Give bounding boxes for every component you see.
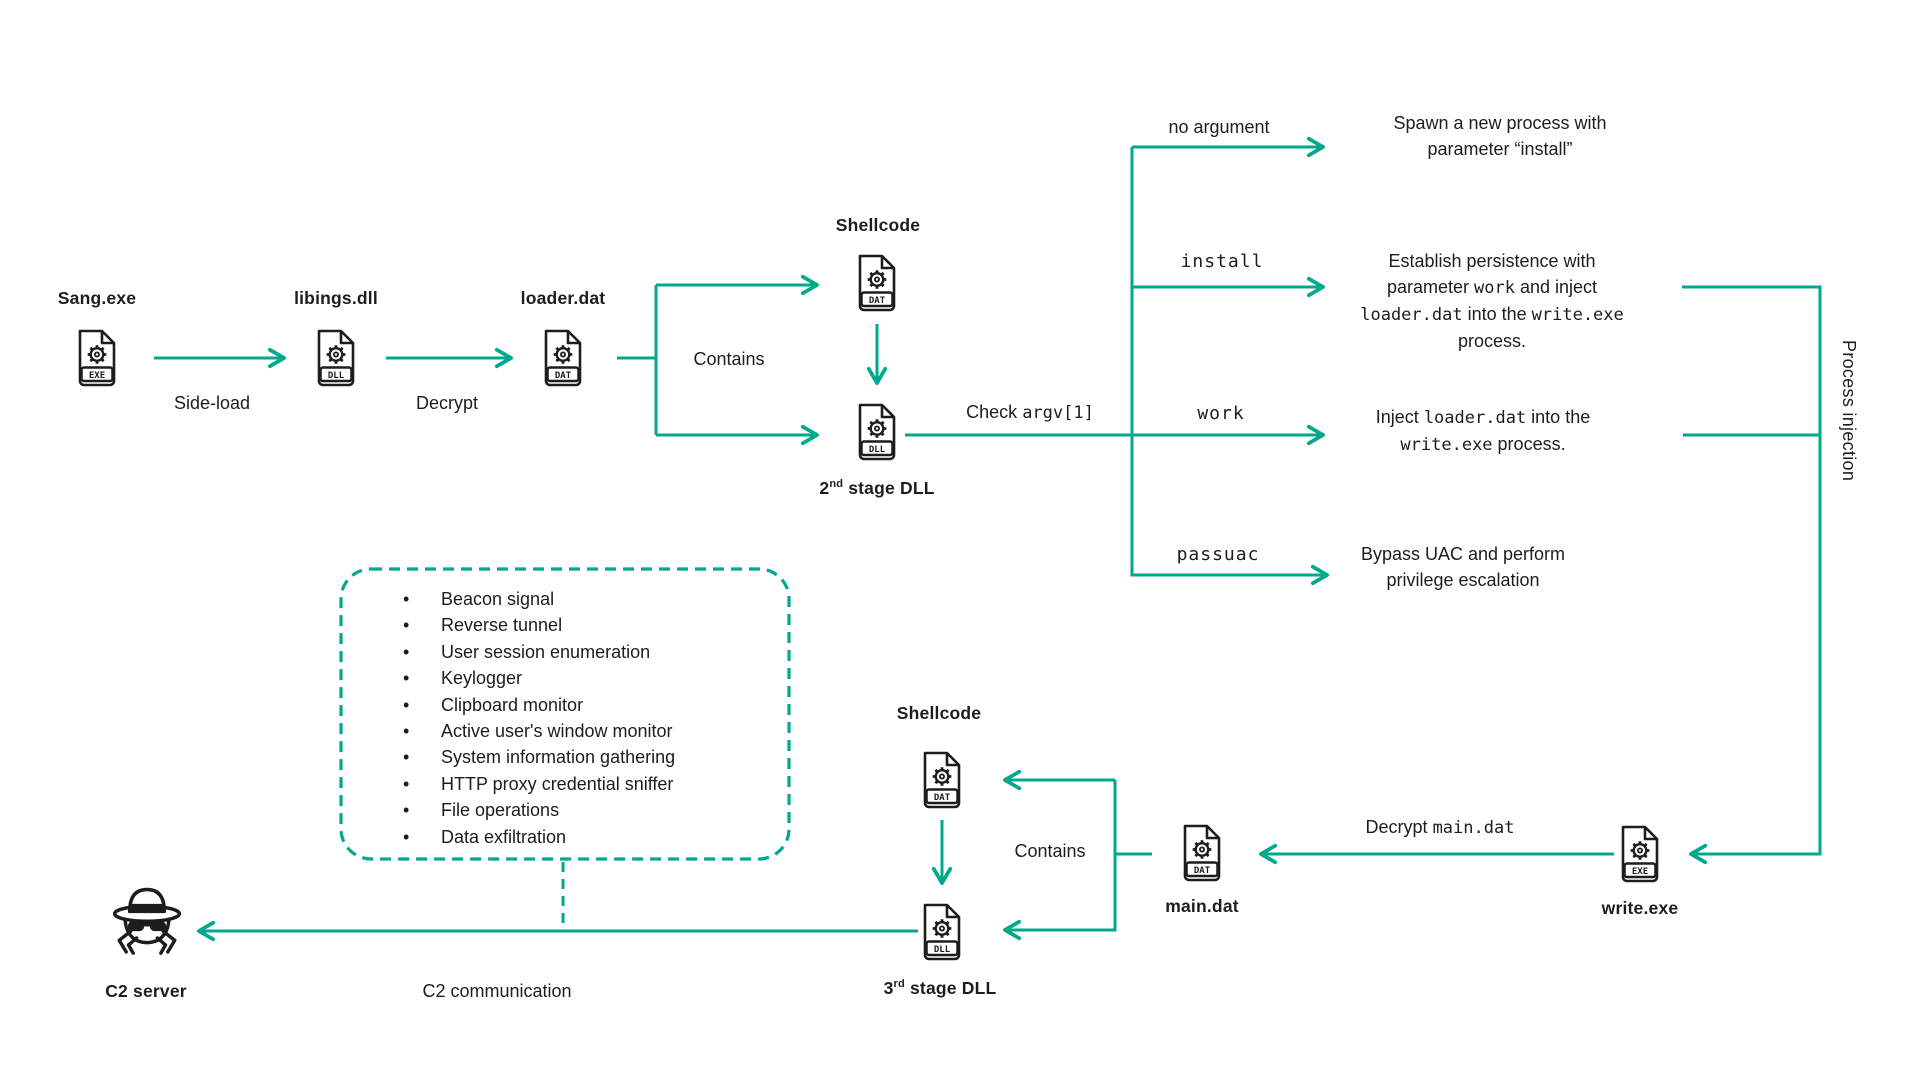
list-item: Active user's window monitor <box>399 718 675 744</box>
write-exe-file-icon: EXE <box>1618 824 1662 884</box>
loader-dat-file-icon: DAT <box>541 328 585 388</box>
shellcode-top-file-icon: DAT <box>855 253 899 313</box>
list-item: Reverse tunnel <box>399 612 675 638</box>
stage3-dll-file-icon: DLL <box>920 902 964 962</box>
dll-badge: DLL <box>869 445 886 455</box>
contains-top-label: Contains <box>693 349 765 369</box>
dat-badge: DAT <box>555 371 572 381</box>
list-item: Clipboard monitor <box>399 692 675 718</box>
shellcode-bottom-file-icon: DAT <box>920 750 964 810</box>
branch-work-label: work <box>1197 403 1245 424</box>
list-item: User session enumeration <box>399 639 675 665</box>
exe-badge: EXE <box>1632 867 1648 877</box>
libings-dll-file-icon: DLL <box>314 328 358 388</box>
shellcode-bottom-label: Shellcode <box>896 703 982 723</box>
list-item: Beacon signal <box>399 586 675 612</box>
libings-dll-label: libings.dll <box>294 288 378 308</box>
check-argv-label: Check argv[1] <box>966 402 1094 423</box>
list-item: Keylogger <box>399 665 675 691</box>
dat-badge: DAT <box>934 793 951 803</box>
capabilities-list: Beacon signal Reverse tunnel User sessio… <box>399 586 675 850</box>
c2-spy-icon <box>110 886 184 962</box>
contains-bottom-label: Contains <box>1014 841 1086 861</box>
side-load-edge-label: Side-load <box>173 393 251 413</box>
c2-communication-label: C2 communication <box>422 981 572 1001</box>
list-item: HTTP proxy credential sniffer <box>399 771 675 797</box>
stage2-dll-file-icon: DLL <box>855 402 899 462</box>
dll-badge: DLL <box>328 371 345 381</box>
process-injection-label: Process injection <box>1839 340 1859 482</box>
branch-install-label: install <box>1180 251 1264 272</box>
loader-dat-label: loader.dat <box>520 288 606 308</box>
decrypt-edge-label: Decrypt <box>415 393 479 413</box>
shellcode-top-label: Shellcode <box>835 215 921 235</box>
dat-badge: DAT <box>869 296 886 306</box>
main-dat-file-icon: DAT <box>1180 823 1224 883</box>
exe-badge: EXE <box>89 371 105 381</box>
branch-install-desc: Establish persistence with parameter wor… <box>1360 251 1624 351</box>
sang-exe-label: Sang.exe <box>57 288 137 308</box>
branch-no-argument-desc: Spawn a new process with parameter “inst… <box>1393 113 1607 159</box>
dll-badge: DLL <box>934 945 951 955</box>
stage3-dll-label: 3rd stage DLL <box>883 978 997 998</box>
list-item: System information gathering <box>399 744 675 770</box>
write-exe-label: write.exe <box>1601 898 1679 918</box>
list-item: Data exfiltration <box>399 824 675 850</box>
branch-no-argument-label: no argument <box>1168 117 1270 137</box>
decrypt-main-dat-label: Decrypt main.dat <box>1365 817 1515 838</box>
list-item: File operations <box>399 797 675 823</box>
c2-server-label: C2 server <box>105 981 187 1001</box>
stage2-dll-label: 2nd stage DLL <box>819 478 935 498</box>
branch-passuac-desc: Bypass UAC and perform privilege escalat… <box>1360 544 1566 590</box>
branch-passuac-label: passuac <box>1176 544 1260 565</box>
branch-work-desc: Inject loader.dat into the write.exe pro… <box>1375 407 1591 455</box>
sang-exe-file-icon: EXE <box>75 328 119 388</box>
dat-badge: DAT <box>1194 866 1211 876</box>
main-dat-label: main.dat <box>1165 896 1239 916</box>
